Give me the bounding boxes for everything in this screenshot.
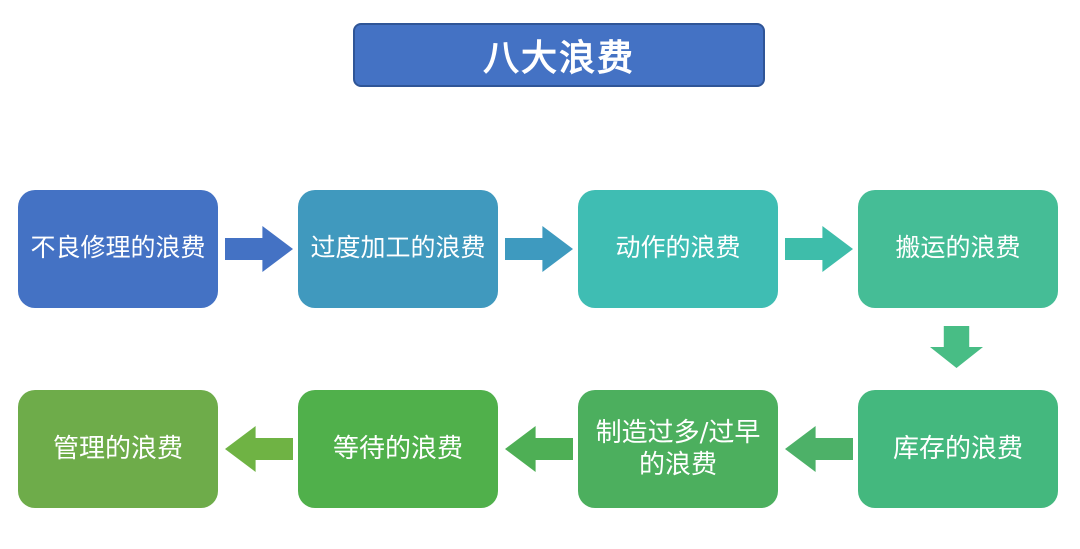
flow-box-overprocessing-waste: 过度加工的浪费 <box>298 190 498 308</box>
flow-box-inventory-waste: 库存的浪费 <box>858 390 1058 508</box>
flow-box-motion-waste: 动作的浪费 <box>578 190 778 308</box>
flow-box-transport-waste: 搬运的浪费 <box>858 190 1058 308</box>
arrow-left-icon-1 <box>785 426 853 472</box>
arrow-right-icon-2 <box>505 226 573 272</box>
flow-box-waiting-waste: 等待的浪费 <box>298 390 498 508</box>
arrow-right-icon-1 <box>225 226 293 272</box>
arrow-left-icon-3 <box>225 426 293 472</box>
flow-box-defect-repair-waste: 不良修理的浪费 <box>18 190 218 308</box>
flow-box-overproduction-waste: 制造过多/过早 的浪费 <box>578 390 778 508</box>
arrow-down-icon <box>930 326 983 368</box>
diagram-title: 八大浪费 <box>353 23 765 87</box>
arrow-left-icon-2 <box>505 426 573 472</box>
arrow-right-icon-3 <box>785 226 853 272</box>
flow-box-management-waste: 管理的浪费 <box>18 390 218 508</box>
